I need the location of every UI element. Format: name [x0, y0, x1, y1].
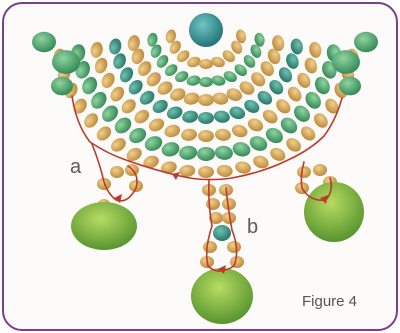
bead [142, 133, 164, 153]
bead [198, 130, 214, 142]
bead [108, 135, 128, 154]
bead [295, 71, 313, 91]
bead [160, 140, 181, 158]
bead [198, 94, 214, 106]
bead [198, 112, 214, 124]
bead [199, 59, 213, 69]
center-dangle [191, 184, 253, 324]
edge-bead [354, 32, 378, 52]
edge-bead [339, 77, 361, 96]
right-dangle [295, 164, 364, 242]
bead [199, 77, 213, 87]
bead [303, 56, 320, 75]
bead [214, 145, 234, 161]
bead [119, 96, 139, 116]
bead [89, 41, 104, 59]
bead [108, 84, 127, 104]
bead [273, 96, 293, 116]
left-drop-bead [71, 202, 137, 250]
bead [178, 145, 198, 161]
bead [214, 128, 232, 142]
right-drop-bead [304, 182, 364, 242]
center-bead [189, 13, 223, 47]
bead [246, 116, 266, 134]
figure-caption: Figure 4 [302, 293, 357, 310]
figure-frame: a b Figure 4 [2, 2, 398, 331]
bead [216, 164, 233, 178]
bead [108, 38, 123, 56]
bead [213, 109, 231, 124]
arrow-icon [114, 194, 122, 203]
bead [234, 160, 252, 176]
bead [284, 51, 301, 70]
bead [231, 140, 252, 158]
center-drop-bead [191, 268, 253, 324]
bead [323, 96, 342, 116]
bead [181, 109, 199, 124]
left-dangle [71, 164, 143, 250]
bead [132, 107, 152, 126]
bead [230, 123, 249, 139]
bead [247, 133, 269, 153]
bead [81, 111, 100, 131]
edge-bead [51, 77, 73, 96]
edge-bead [52, 50, 80, 74]
edge-bead [332, 50, 360, 74]
beadwork-diagram [4, 4, 396, 329]
edge-bead [32, 32, 56, 52]
label-a: a [70, 156, 81, 179]
bead [260, 107, 280, 126]
bead-fan [32, 29, 378, 178]
bead [308, 41, 323, 59]
bead [93, 56, 110, 75]
bead [111, 51, 128, 70]
bead [180, 128, 198, 142]
bead [228, 104, 247, 121]
bead [298, 124, 318, 144]
bead [147, 116, 167, 134]
label-b: b [247, 216, 258, 239]
bead [99, 71, 117, 91]
bead [197, 147, 215, 161]
bead [289, 38, 304, 56]
bead [284, 135, 304, 154]
bead [163, 123, 182, 139]
bead [94, 124, 114, 144]
bead [311, 111, 330, 131]
bead [165, 104, 184, 121]
bead [198, 166, 214, 178]
bead [285, 84, 304, 104]
